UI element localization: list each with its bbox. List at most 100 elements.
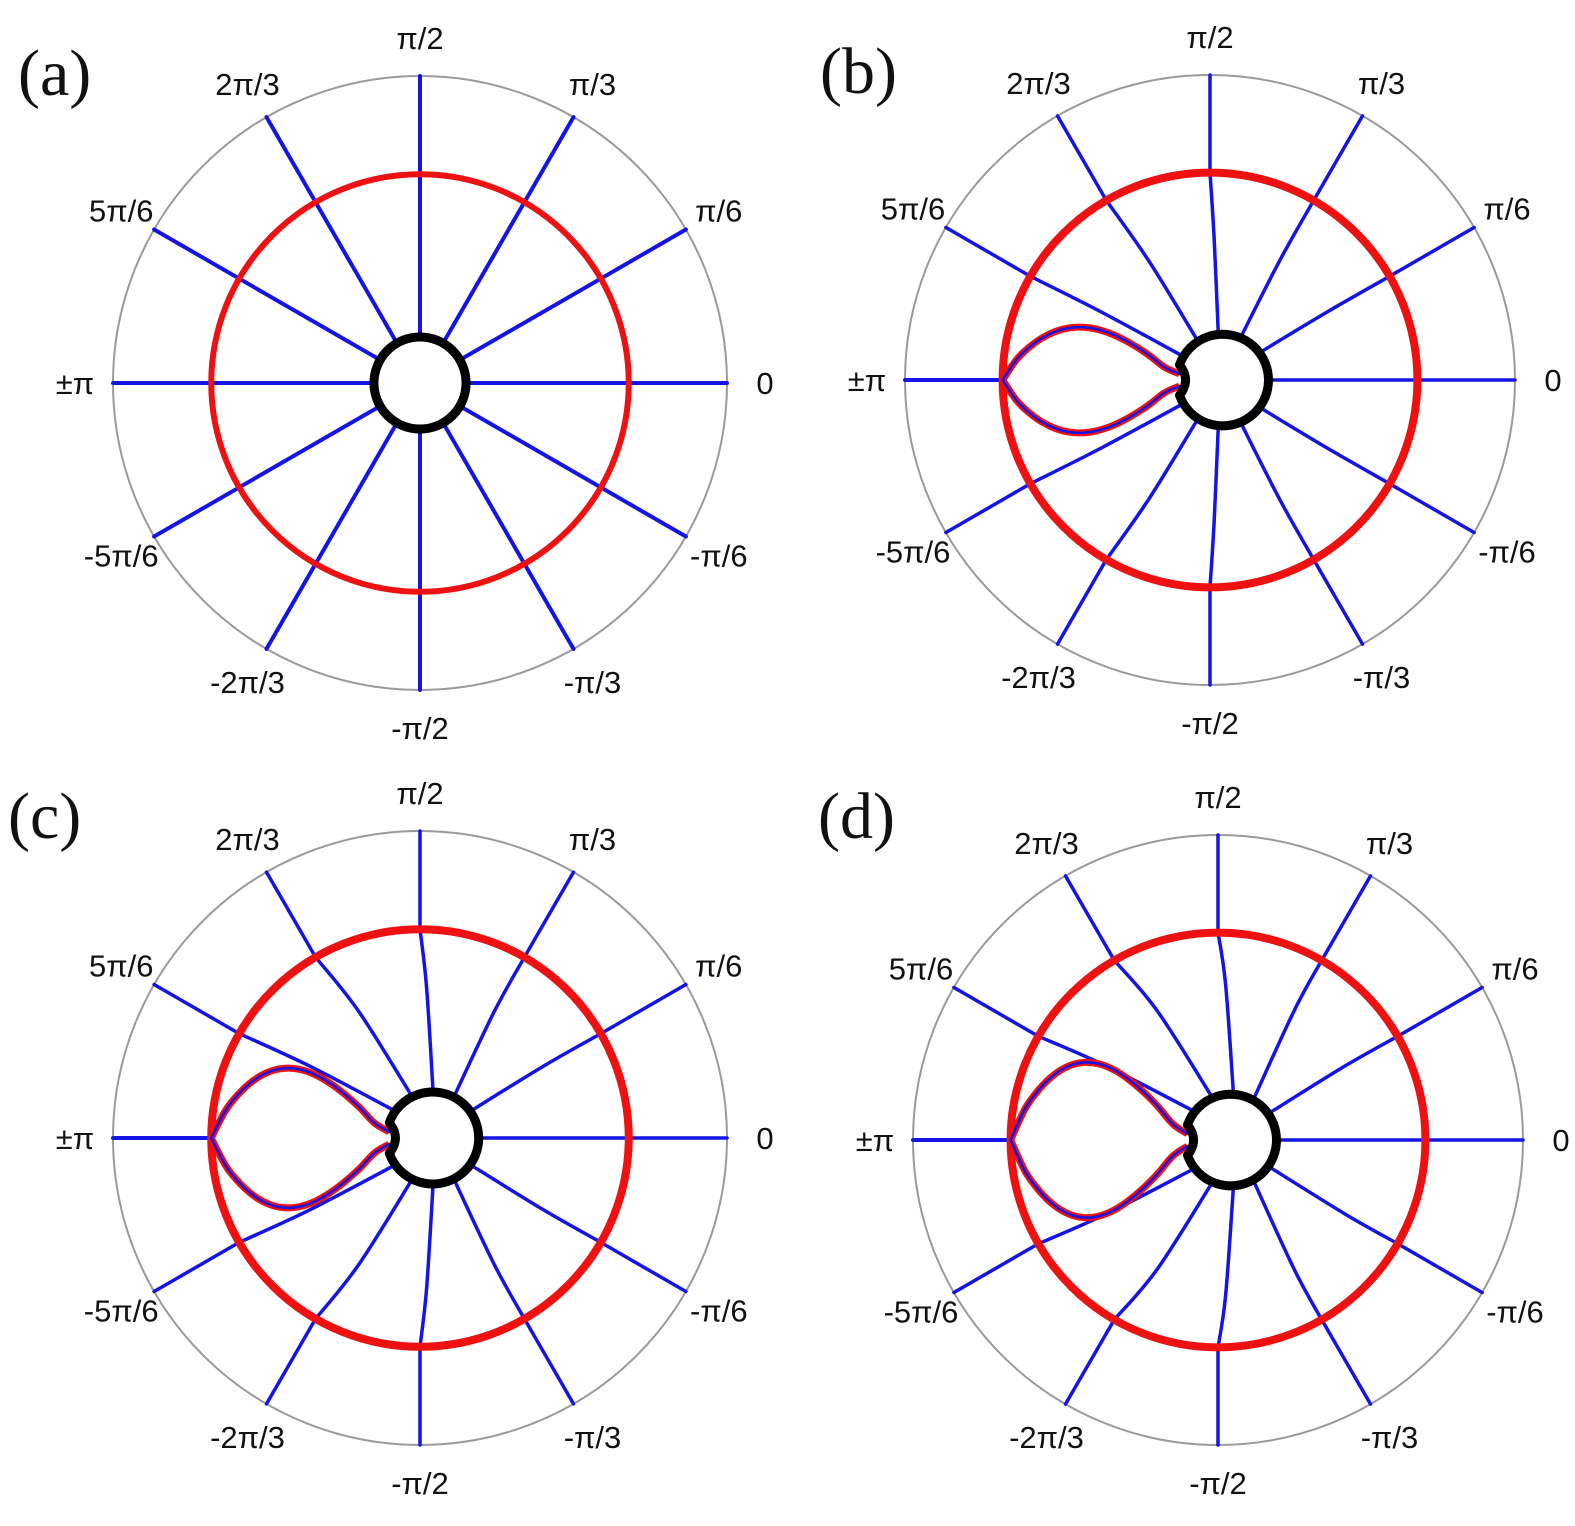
angle-tick-label: -5π/6 <box>884 1295 959 1330</box>
angle-tick-label: 5π/6 <box>89 949 153 984</box>
wavefront-lobe-lower <box>208 1136 392 1212</box>
angle-tick-label: 2π/3 <box>215 67 279 102</box>
angle-tick-label: -π/6 <box>1478 535 1536 570</box>
angle-tick-label: -5π/6 <box>84 539 159 574</box>
angle-tick-label: ±π <box>856 1123 894 1158</box>
angle-tick-label: π/6 <box>695 949 742 984</box>
angle-tick-label: 0 <box>1552 1123 1569 1158</box>
panel-label-a: (a) <box>18 37 91 110</box>
ray-lobe-upper <box>1001 325 1181 382</box>
angle-tick-label: π/3 <box>1358 66 1405 101</box>
angle-tick-label: π/6 <box>1491 952 1538 987</box>
wavefront-ring <box>208 171 632 595</box>
ray-curve <box>152 1162 399 1294</box>
ray-curve <box>1208 73 1221 339</box>
wavefront-lobe-upper <box>999 323 1181 382</box>
angle-tick-label: -π/3 <box>1353 660 1411 695</box>
ray-curve <box>1252 874 1373 1099</box>
angle-tick-label: -π/2 <box>1181 706 1239 741</box>
angle-tick-label: π/2 <box>396 21 443 56</box>
ray-curve <box>1252 1181 1373 1406</box>
obstacle-cardioid <box>1183 1089 1281 1191</box>
panel-label-c: (c) <box>8 780 81 853</box>
polar-plot-c: 0π/6π/3π/22π/35π/6±π-5π/6-2π/3-π/2-π/3-π… <box>56 776 774 1501</box>
angle-tick-label: 0 <box>1544 363 1561 398</box>
angle-tick-label: -π/2 <box>1189 1466 1247 1501</box>
ray-curve <box>152 982 399 1114</box>
polar-plot-b: 0π/6π/3π/22π/35π/6±π-5π/6-2π/3-π/2-π/3-π… <box>848 20 1562 741</box>
angle-tick-label: π/6 <box>695 194 742 229</box>
angle-tick-label: 0 <box>756 1121 773 1156</box>
ray-curve <box>418 829 435 1093</box>
ray-lobe-upper <box>209 1066 391 1140</box>
ray-line <box>152 227 380 361</box>
ray-lobe-lower <box>1009 1138 1189 1219</box>
ray-curve <box>1251 225 1476 359</box>
angle-tick-label: 5π/6 <box>89 194 153 229</box>
angle-tick-label: π/2 <box>1194 780 1241 815</box>
ray-curve <box>1268 1165 1484 1295</box>
angle-tick-label: -2π/3 <box>1001 660 1076 695</box>
ray-curve <box>1236 114 1365 344</box>
ray-curve <box>1251 401 1476 535</box>
ray-curve <box>1055 416 1201 646</box>
panel-a: (a) 0π/6π/3π/22π/35π/6±π-5π/6-2π/3-π/2-π… <box>18 21 774 746</box>
ray-curve <box>1268 985 1484 1115</box>
ray-curve <box>952 985 1199 1115</box>
ray-curve <box>264 1177 414 1406</box>
angle-tick-label: 2π/3 <box>1014 826 1078 861</box>
ray-curve <box>1063 874 1214 1099</box>
ray-curve <box>264 870 414 1099</box>
angle-tick-label: -5π/6 <box>84 1294 159 1329</box>
ray-curve <box>452 870 576 1099</box>
panel-b: (b) 0π/6π/3π/22π/35π/6±π-5π/6-2π/3-π/2-π… <box>820 20 1562 741</box>
ray-lobe-lower <box>1001 378 1181 435</box>
ray-line <box>264 115 398 343</box>
wavefront-lobe-upper <box>208 1064 392 1140</box>
ray-curve <box>452 1177 576 1406</box>
ray-line <box>442 423 576 651</box>
angle-tick-label: π/2 <box>1186 20 1233 55</box>
ray-curve <box>1063 1181 1214 1406</box>
angle-tick-label: -5π/6 <box>876 535 951 570</box>
polar-plot-a: 0π/6π/3π/22π/35π/6±π-5π/6-2π/3-π/2-π/3-π… <box>56 21 774 746</box>
angle-tick-label: -π/2 <box>391 711 449 746</box>
ray-lobe-upper <box>1009 1061 1189 1142</box>
ray-line <box>152 405 380 539</box>
angle-tick-label: -2π/3 <box>1009 1420 1084 1455</box>
panel-label-d: (d) <box>818 780 895 853</box>
ray-curve <box>944 401 1186 535</box>
obstacle-cardioid <box>384 1087 484 1189</box>
angle-tick-label: ±π <box>56 1121 94 1156</box>
ray-line <box>442 115 576 343</box>
angle-tick-label: -π/2 <box>391 1466 449 1501</box>
ray-curve <box>1216 833 1236 1093</box>
panel-d: (d) 0 π/6 π/3 π/2 2π/3 5π/6 ±π -5π/6 -2π/3 -π/2 -π… <box>818 780 1570 1501</box>
angle-tick-label: 2π/3 <box>215 822 279 857</box>
angle-tick-label: 5π/6 <box>889 952 953 987</box>
angle-tick-label: -π/6 <box>690 539 748 574</box>
ray-line <box>264 423 398 651</box>
ray-curve <box>1236 416 1365 646</box>
wavefront-lobe-lower <box>1007 1138 1190 1222</box>
angle-tick-label: π/2 <box>396 776 443 811</box>
angle-tick-label: -π/3 <box>564 665 622 700</box>
ray-line <box>460 405 688 539</box>
angle-tick-label: ±π <box>848 363 886 398</box>
angle-tick-label: 2π/3 <box>1006 66 1070 101</box>
panel-label-b: (b) <box>820 35 897 108</box>
angle-tick-label: ±π <box>56 366 94 401</box>
angle-tick-label: -π/6 <box>1486 1295 1544 1330</box>
ray-curve <box>467 982 688 1114</box>
ray-lobe-lower <box>209 1136 391 1210</box>
ray-curve <box>467 1162 688 1294</box>
angle-tick-label: π/3 <box>1366 826 1413 861</box>
ray-curve <box>1208 421 1221 687</box>
ray-curve <box>1055 114 1201 344</box>
ray-line <box>460 227 688 361</box>
angle-tick-label: π/3 <box>569 67 616 102</box>
ray-curve <box>944 225 1186 359</box>
polar-plot-d: 0π/6π/3π/22π/35π/6±π-5π/6-2π/3-π/2-π/3-π… <box>856 780 1570 1501</box>
ray-curve <box>1216 1187 1236 1447</box>
